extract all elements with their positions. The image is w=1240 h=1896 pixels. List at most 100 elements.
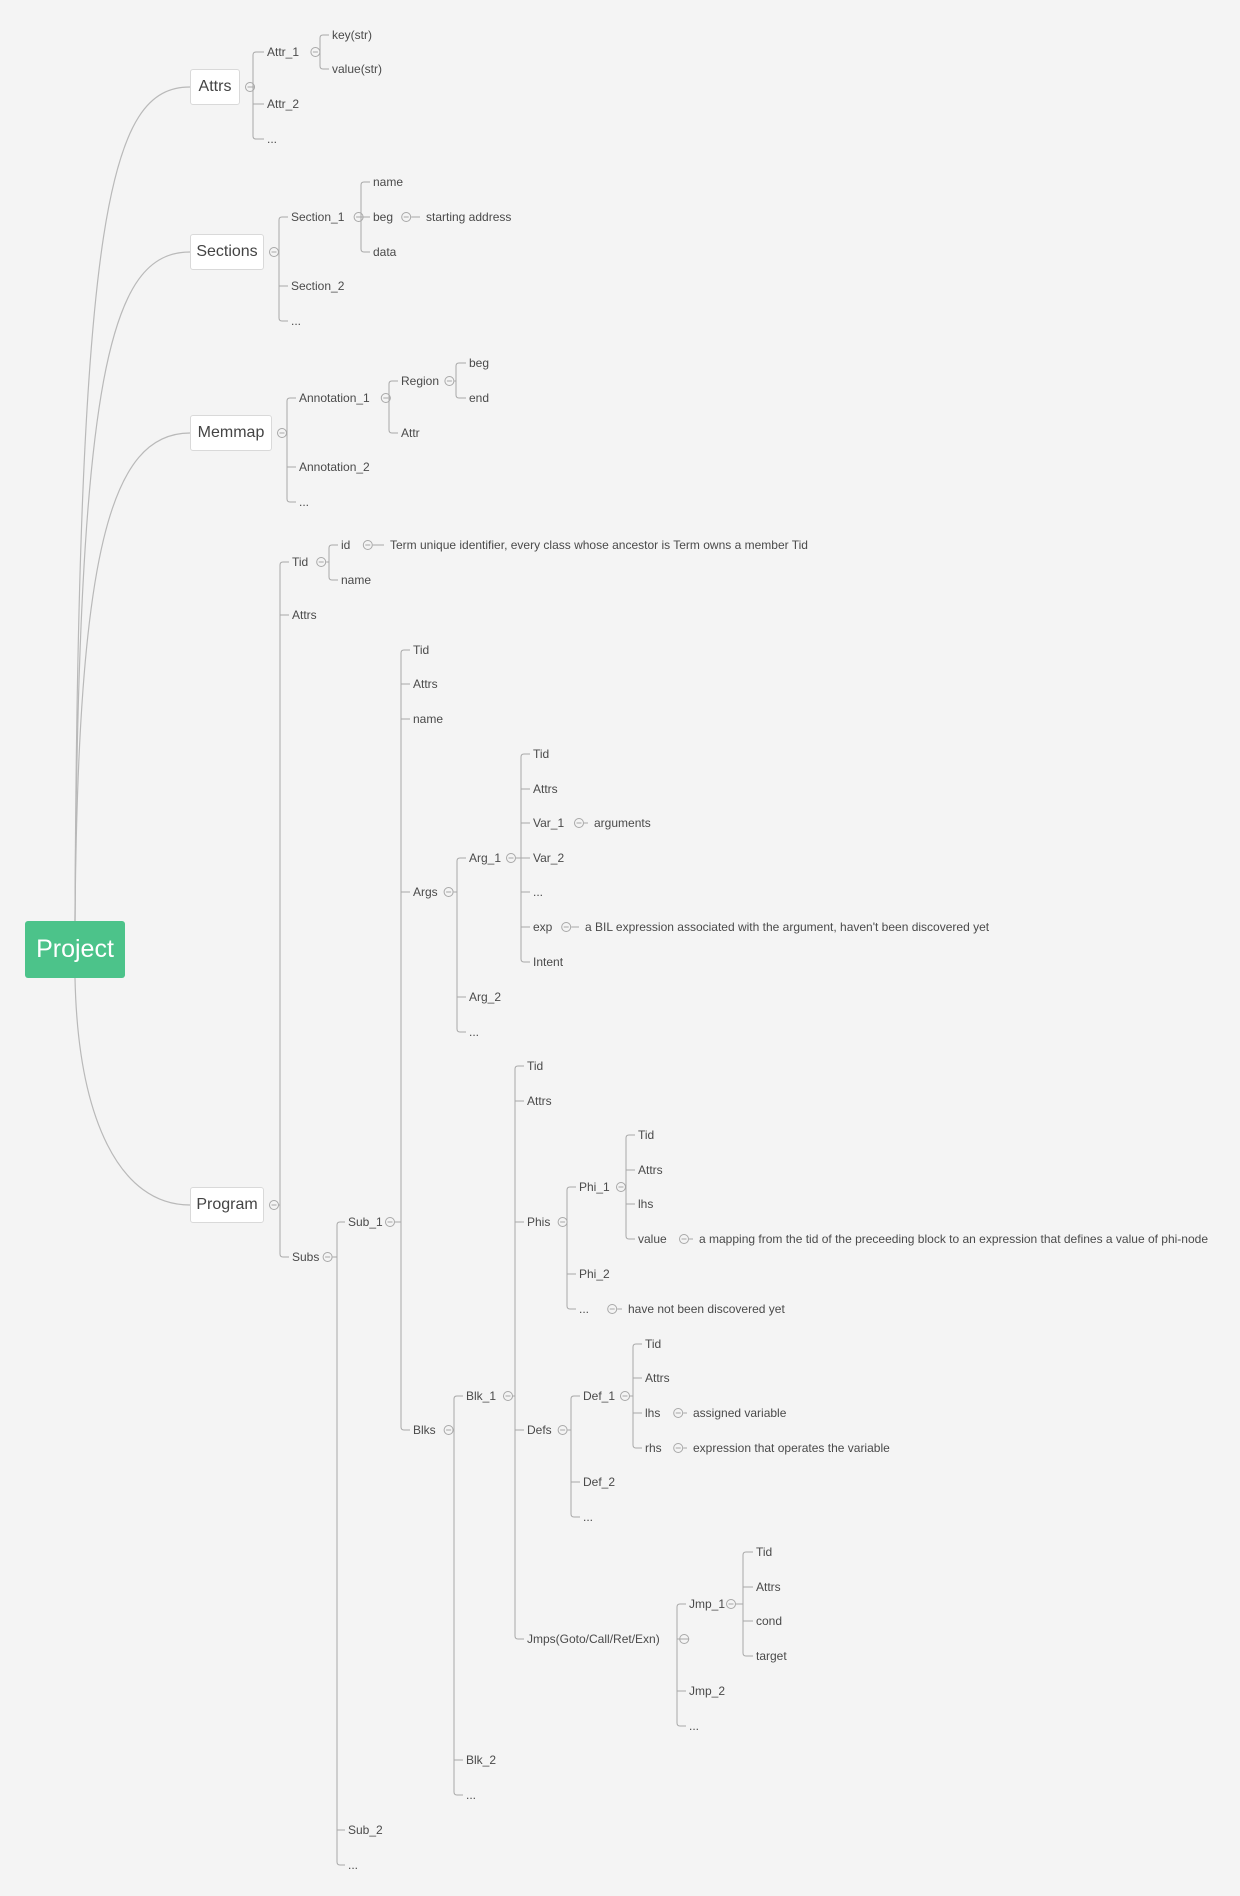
branch-sec_name [360,181,370,186]
node-def1-rhs-note[interactable]: expression that operates the variable [693,1441,890,1455]
branch-phi1_value [625,1235,635,1240]
node-jmp1-attrs[interactable]: Attrs [756,1580,781,1594]
node-sec-beg-note[interactable]: starting address [426,210,512,224]
node-jmps-more[interactable]: ... [689,1719,700,1733]
node-args-more[interactable]: ... [469,1025,480,1039]
node-sub2[interactable]: Sub_2 [348,1823,383,1837]
node-var2[interactable]: Var_2 [533,851,565,865]
node-args[interactable]: Args [413,885,438,899]
node-prog-tid[interactable]: Tid [292,555,309,569]
node-defs[interactable]: Defs [527,1423,552,1437]
node-def1-tid[interactable]: Tid [645,1337,662,1351]
node-intent[interactable]: Intent [533,955,564,969]
branch-intent [520,958,530,963]
node-prog-attrs[interactable]: Attrs [292,608,317,622]
node-region-beg[interactable]: beg [469,356,490,370]
node-sub1[interactable]: Sub_1 [348,1215,383,1229]
node-def1-rhs[interactable]: rhs [645,1441,662,1455]
node-jmp1-cond[interactable]: cond [756,1614,783,1628]
root-link-program [74,977,191,1206]
node-region-end[interactable]: end [469,391,490,405]
node-arg1[interactable]: Arg_1 [469,851,502,865]
node-blk1[interactable]: Blk_1 [466,1389,497,1403]
node-subs[interactable]: Subs [292,1250,320,1264]
node-phi1-value-note[interactable]: a mapping from the tid of the preceeding… [699,1232,1208,1246]
node-attrs-more[interactable]: ... [267,132,278,146]
node-attr1-key[interactable]: key(str) [332,28,372,42]
branch-sub1 [336,1221,345,1226]
node-jmp1-target[interactable]: target [756,1649,787,1663]
node-jmp1[interactable]: Jmp_1 [689,1597,726,1611]
node-blk1-attrs[interactable]: Attrs [527,1094,552,1108]
node-sec-name[interactable]: name [373,175,404,189]
node-attr2[interactable]: Attr_2 [267,97,300,111]
node-blk2[interactable]: Blk_2 [466,1753,497,1767]
node-blk1-tid[interactable]: Tid [527,1059,544,1073]
branch-arg1_tid [520,753,530,758]
node-arg2[interactable]: Arg_2 [469,990,502,1004]
branch-def1 [570,1395,580,1400]
node-exp[interactable]: exp [533,920,553,934]
node-annotation2[interactable]: Annotation_2 [299,460,370,474]
node-sec-beg[interactable]: beg [373,210,394,224]
node-sub1-attrs[interactable]: Attrs [413,677,438,691]
node-phi1-lhs[interactable]: lhs [638,1197,654,1211]
node-phi1[interactable]: Phi_1 [579,1180,610,1194]
node-def1-attrs[interactable]: Attrs [645,1371,670,1385]
branch-memmap_more [286,498,296,503]
node-def2[interactable]: Def_2 [583,1475,616,1489]
node-sections-more[interactable]: ... [291,314,302,328]
node-attrs[interactable]: Attrs [190,69,240,105]
node-tid-name[interactable]: name [341,573,372,587]
node-def1[interactable]: Def_1 [583,1389,616,1403]
node-arg1-attrs[interactable]: Attrs [533,782,558,796]
node-subs-more[interactable]: ... [348,1858,359,1872]
node-arg1-tid[interactable]: Tid [533,747,550,761]
branch-phis_more [566,1305,576,1310]
node-jmp2[interactable]: Jmp_2 [689,1684,726,1698]
node-vars-more[interactable]: ... [533,885,544,899]
node-jmp1-tid[interactable]: Tid [756,1545,773,1559]
node-memmap[interactable]: Memmap [190,415,272,451]
node-exp-note[interactable]: a BIL expression associated with the arg… [585,920,990,934]
node-phis[interactable]: Phis [527,1215,551,1229]
node-attr1[interactable]: Attr_1 [267,45,300,59]
branch-def1_rhs [632,1444,642,1449]
node-sections[interactable]: Sections [190,234,264,270]
node-program[interactable]: Program [190,1187,264,1223]
node-blks-more[interactable]: ... [466,1788,477,1802]
node-phi1-value[interactable]: value [638,1232,667,1246]
node-sub1-name[interactable]: name [413,712,444,726]
node-section1[interactable]: Section_1 [291,210,345,224]
node-blks[interactable]: Blks [413,1423,436,1437]
node-def1-lhs[interactable]: lhs [645,1406,661,1420]
branch-blks [400,1426,410,1431]
node-phi1-tid[interactable]: Tid [638,1128,655,1142]
branch-attr1_key [319,34,329,39]
node-sec-data[interactable]: data [373,245,397,259]
branch-phi1_tid [625,1134,635,1139]
node-phi2[interactable]: Phi_2 [579,1267,610,1281]
node-var1[interactable]: Var_1 [533,816,565,830]
node-phis-more-note[interactable]: have not been discovered yet [628,1302,785,1316]
node-sub1-tid[interactable]: Tid [413,643,430,657]
node-tid-id[interactable]: id [341,538,351,552]
node-memmap-more[interactable]: ... [299,495,310,509]
node-phi1-attrs[interactable]: Attrs [638,1163,663,1177]
node-project-root[interactable]: Project [25,921,125,978]
node-jmps[interactable]: Jmps(Goto/Call/Ret/Exn) [527,1632,660,1646]
node-region[interactable]: Region [401,374,440,388]
node-annotation1[interactable]: Annotation_1 [299,391,370,405]
branch-def1_tid [632,1343,642,1348]
node-attr1-value[interactable]: value(str) [332,62,383,76]
node-phis-more[interactable]: ... [579,1302,590,1316]
node-var1-note[interactable]: arguments [594,816,651,830]
node-def1-lhs-note[interactable]: assigned variable [693,1406,787,1420]
node-tid-id-note[interactable]: Term unique identifier, every class whos… [390,538,808,552]
node-section2[interactable]: Section_2 [291,279,345,293]
node-defs-more[interactable]: ... [583,1510,594,1524]
branch-jmp1 [676,1603,686,1608]
node-ann-attr[interactable]: Attr [401,426,420,440]
branch-jmp1_tid [742,1551,753,1556]
